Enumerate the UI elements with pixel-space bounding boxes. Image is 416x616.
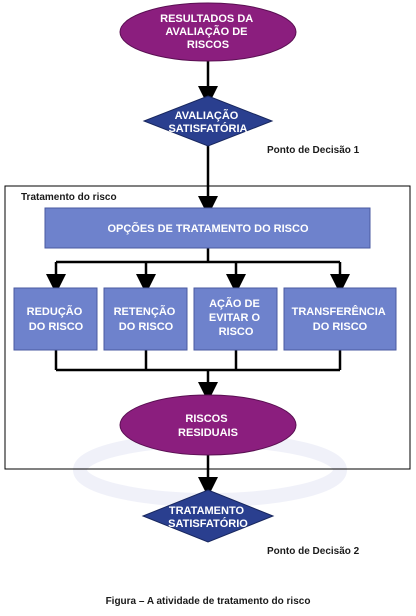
- avaliacao-line-1: AVALIAÇÃO: [175, 109, 239, 122]
- transferencia-line-2: DO RISCO: [313, 321, 368, 333]
- opcoes-box: [44, 207, 371, 249]
- reducao-box: [13, 287, 98, 351]
- treatment-frame-label: Tratamento do risco: [21, 192, 117, 203]
- decision-point-1-label: Ponto de Decisão 1: [267, 145, 360, 156]
- svg-text:AVALIAÇÃO SATISFATÓRIA: AVALIAÇÃO SATISFATÓRIA: [168, 109, 247, 135]
- opcoes-label: OPÇÕES DE TRATAMENTO DO RISCO: [107, 222, 309, 235]
- resultados-ellipse: [119, 2, 297, 62]
- residuais-ellipse: [119, 394, 297, 456]
- retencao-line-1: RETENÇÃO: [114, 305, 176, 318]
- node-reducao: REDUÇÃO DO RISCO: [13, 287, 98, 351]
- node-residuais: RISCOS RESIDUAIS: [119, 394, 297, 456]
- figure-caption: Figura – A atividade de tratamento do ri…: [106, 596, 311, 607]
- node-acao: AÇÃO DE EVITAR O RISCO: [193, 287, 278, 351]
- connectors: [46, 60, 350, 497]
- residuais-line-2: RESIDUAIS: [178, 427, 238, 439]
- acao-line-3: RISCO: [219, 326, 254, 338]
- svg-text:REDUÇÃO DO RISCO: REDUÇÃO DO RISCO: [27, 305, 86, 333]
- tratamento-line-2: SATISFATÓRIO: [168, 517, 248, 530]
- retencao-line-2: DO RISCO: [119, 321, 174, 333]
- acao-line-1: AÇÃO DE: [209, 297, 260, 310]
- acao-line-2: EVITAR O: [209, 312, 261, 324]
- avaliacao-diamond: [142, 95, 274, 147]
- transferencia-box: [283, 287, 397, 351]
- svg-text:RETENÇÃO DO RISCO: RETENÇÃO DO RISCO: [114, 305, 179, 333]
- node-retencao: RETENÇÃO DO RISCO: [103, 287, 188, 351]
- tratamento-line-1: TRATAMENTO: [169, 505, 245, 517]
- svg-text:TRATAMENTO SATISFATÓRIO: TRATAMENTO SATISFATÓRIO: [168, 505, 248, 530]
- decision-point-2-label: Ponto de Decisão 2: [267, 546, 360, 557]
- svg-text:TRANSFERÊNCIA DO RISCO: TRANSFERÊNCIA DO RISCO: [292, 305, 389, 333]
- reducao-line-2: DO RISCO: [29, 321, 84, 333]
- resultados-line-2: AVALIAÇÃO DE: [165, 25, 247, 38]
- node-resultados: RESULTADOS DA AVALIAÇÃO DE RISCOS: [119, 2, 297, 62]
- reducao-line-1: REDUÇÃO: [27, 305, 83, 318]
- tratamento-diamond: [141, 489, 275, 543]
- resultados-line-3: RISCOS: [187, 39, 229, 51]
- node-avaliacao: AVALIAÇÃO SATISFATÓRIA: [142, 95, 274, 147]
- svg-text:RISCOS RESIDUAIS: RISCOS RESIDUAIS: [178, 413, 238, 439]
- svg-text:AÇÃO DE EVITAR O R: AÇÃO DE EVITAR O RISCO: [209, 297, 263, 338]
- retencao-box: [103, 287, 188, 351]
- resultados-line-1: RESULTADOS DA: [160, 13, 253, 25]
- svg-text:RESULTADOS DA AVALIAÇÃO: RESULTADOS DA AVALIAÇÃO DE RISCOS: [160, 13, 256, 51]
- node-opcoes: OPÇÕES DE TRATAMENTO DO RISCO: [44, 207, 371, 249]
- acao-box: [193, 287, 278, 351]
- node-transferencia: TRANSFERÊNCIA DO RISCO: [283, 287, 397, 351]
- residuais-line-1: RISCOS: [185, 413, 227, 425]
- node-tratamento: TRATAMENTO SATISFATÓRIO: [141, 489, 275, 543]
- avaliacao-line-2: SATISFATÓRIA: [168, 122, 247, 135]
- transferencia-line-1: TRANSFERÊNCIA: [292, 305, 386, 318]
